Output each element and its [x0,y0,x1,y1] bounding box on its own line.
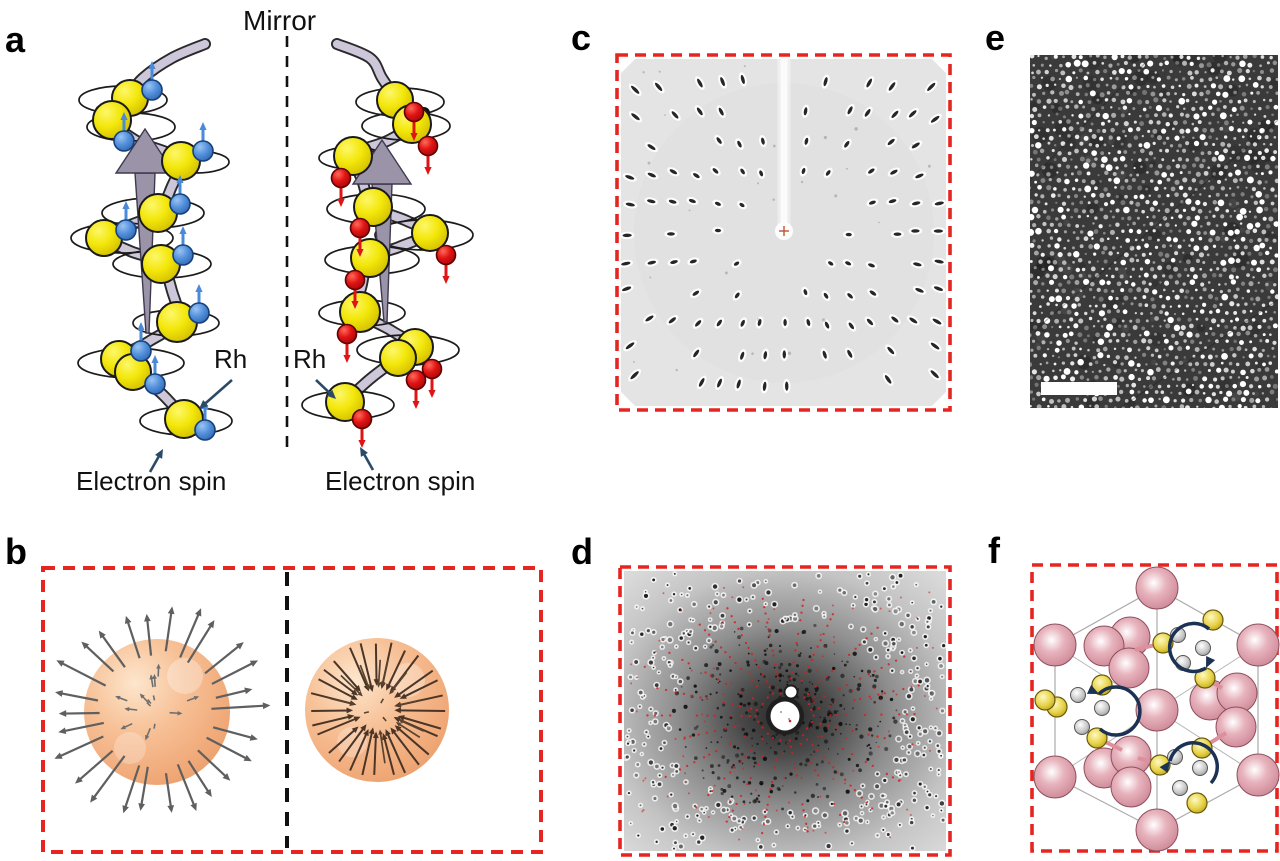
panel-f-crystal-graphic [1030,563,1280,853]
rh-label-right: Rh [293,344,327,374]
panel-a-spin-helix-graphic [70,36,474,473]
panel-a-label: a [5,19,26,60]
panel-f-label: f [988,530,1000,571]
yellow-atoms [1034,609,1224,814]
panel-c-frame [615,53,952,412]
pink-atoms [1033,566,1280,852]
helical-arrows [1086,621,1219,785]
xray-red-ray-dots [630,586,938,841]
helix-left-spin-up [70,38,233,441]
beam-streak [775,59,793,240]
panel-c-label: c [571,17,592,58]
xray-spots [624,571,946,851]
xray-plate [624,571,946,851]
panel-e-label: e [985,17,1006,58]
panel-b-frame [41,566,543,854]
diffraction-plate [621,59,946,406]
annotation-arrows [148,379,375,473]
panel-b-hedgehog-graphic [41,566,543,854]
panel-b-label: b [5,531,27,572]
crystal-structure [1033,566,1280,852]
hedgehog-inward-sphere [305,638,449,782]
electron-spin-label-right: Electron spin [325,466,476,496]
diffraction-spots [621,65,946,394]
panel-d-frame [618,565,952,857]
panel-c-diffraction-graphic [615,53,952,412]
mirror-label: Mirror [243,5,317,36]
beam-stop [766,684,804,735]
hedgehog-outward-sphere [54,606,271,814]
rh-label-left: Rh [214,344,248,374]
scale-bar [1041,382,1117,395]
panel-d-label: d [571,531,593,572]
helix-right-spin-down [301,38,474,448]
stem-image [1030,55,1278,408]
stem-atom-dots [1030,55,1278,408]
panel-d-xray-graphic [618,565,952,857]
panel-e-stem-image-graphic [1030,55,1278,408]
